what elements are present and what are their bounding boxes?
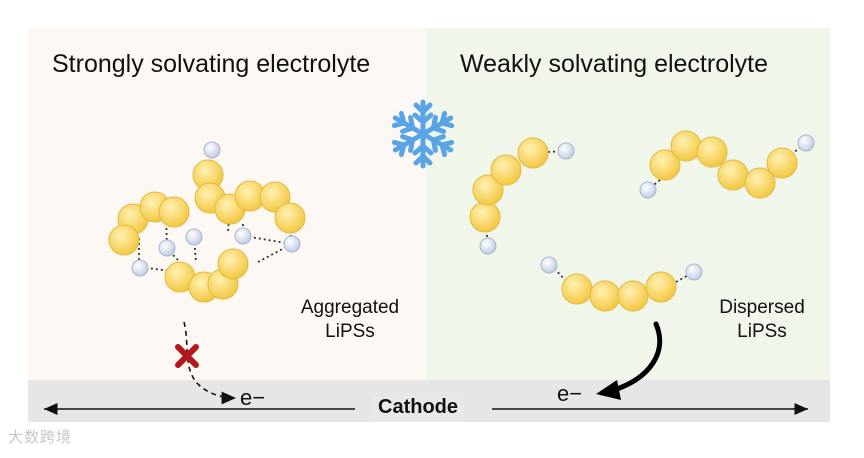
electron-right-label: e− [557,381,583,406]
right-caption-line2: LiPSs [737,321,787,342]
blocked-electron-path [183,321,237,405]
snowflake-icon [391,99,454,166]
electron-left-label: e− [240,385,266,410]
curved-arrow-icon [611,321,663,393]
left-caption-line2: LiPSs [325,321,375,342]
right-caption-line1: Dispersed [719,297,805,318]
right-panel-title: Weakly solvating electrolyte [460,50,769,78]
dispersed-chain-3 [540,256,703,312]
dispersed-chain-2 [639,130,815,199]
cathode-label: Cathode [372,396,464,419]
aggregate-lithium-atoms [131,141,301,277]
watermark: 大数跨境 [8,429,73,446]
cross-icon [175,344,199,368]
left-caption: Aggregated LiPSs [288,296,412,344]
curved-arrow-head [596,380,621,400]
left-panel-title: Strongly solvating electrolyte [52,50,371,78]
aggregate-sulfur-atoms [108,159,306,303]
right-caption: Dispersed LiPSs [704,296,820,344]
dispersed-chain-1 [469,137,575,255]
left-caption-line1: Aggregated [300,297,400,318]
